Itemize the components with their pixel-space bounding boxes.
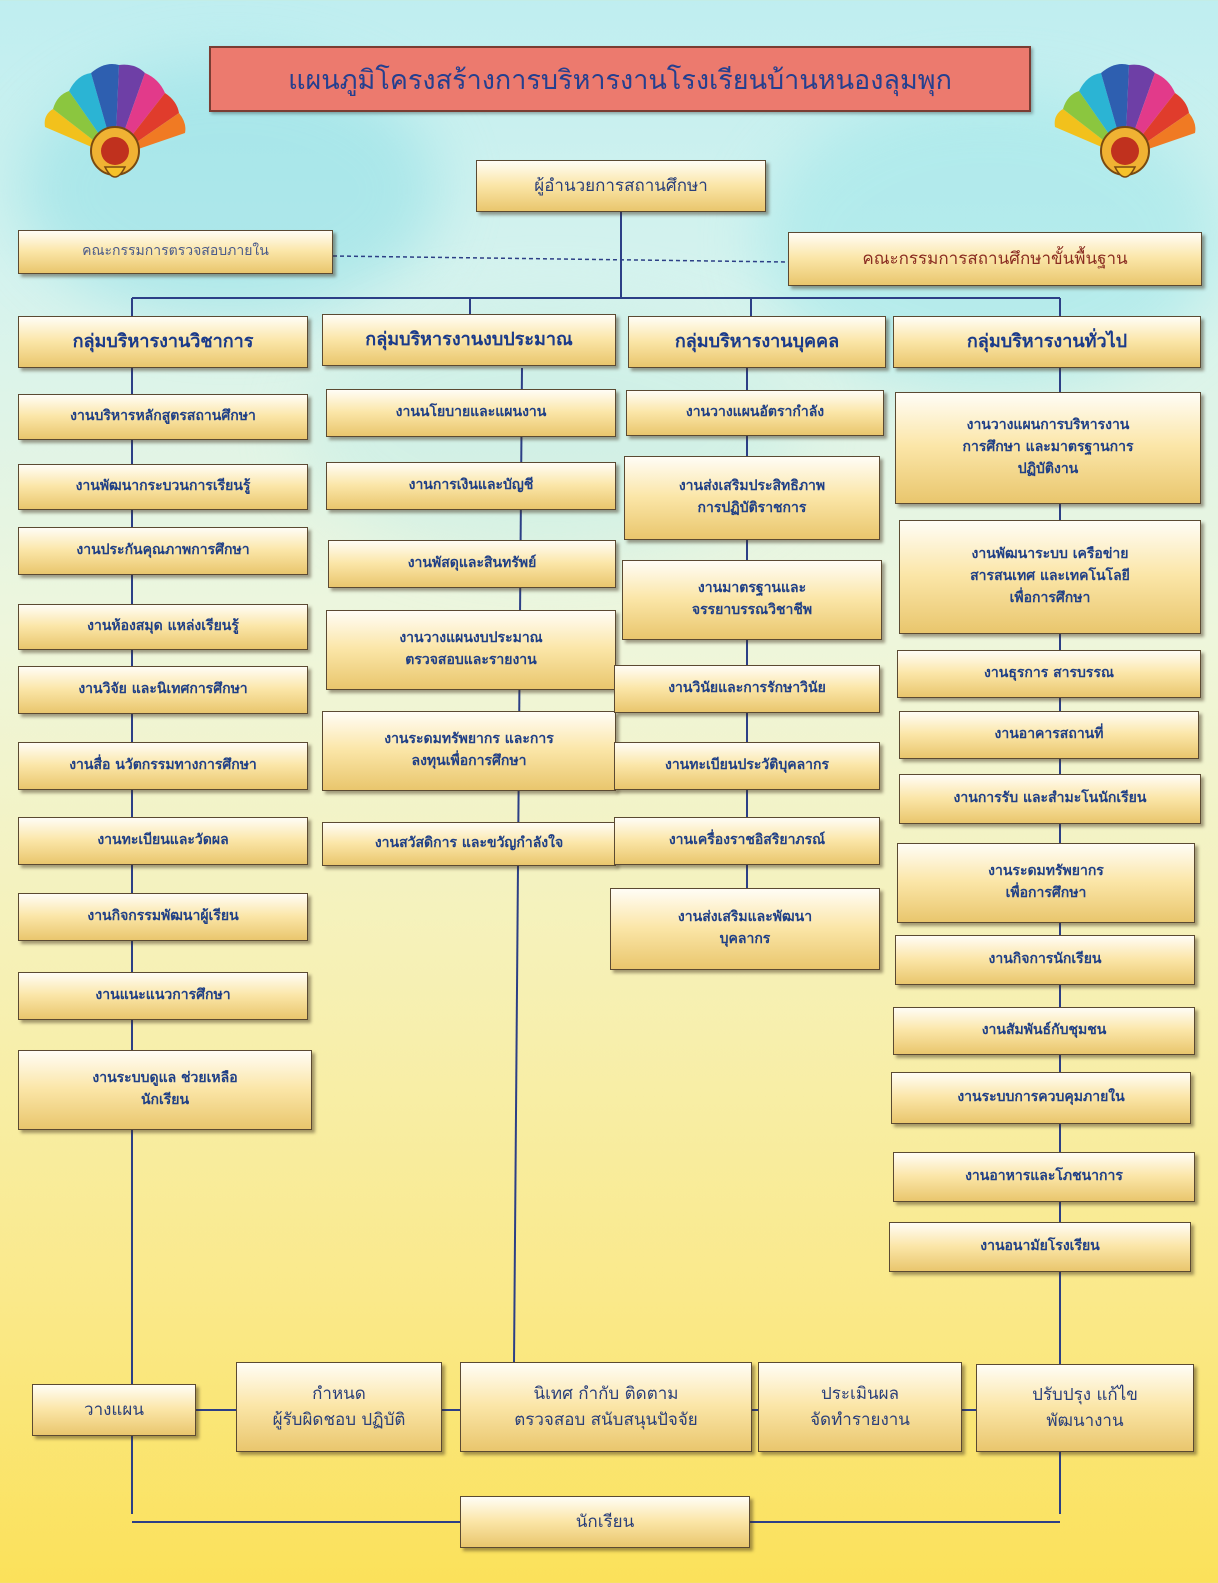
school-emblem-left-icon	[44, 64, 186, 178]
academic-group-header: กลุ่มบริหารงานวิชาการ	[18, 316, 308, 368]
budget-task-box: งานระดมทรัพยากร และการ ลงทุนเพื่อการศึกษ…	[322, 711, 616, 791]
internal-audit-committee-box: คณะกรรมการตรวจสอบภายใน	[18, 230, 333, 274]
budget-task-box: งานนโยบายและแผนงาน	[326, 389, 616, 437]
academic-task-box: งานพัฒนากระบวนการเรียนรู้	[18, 464, 308, 510]
academic-task-box: งานวิจัย และนิเทศการศึกษา	[18, 666, 308, 714]
personnel-task-box: งานเครื่องราชอิสริยาภรณ์	[614, 817, 880, 865]
budget-task-box: งานสวัสดิการ และขวัญกำลังใจ	[322, 822, 616, 866]
academic-task-box: งานทะเบียนและวัดผล	[18, 817, 308, 865]
general-task-box: งานการรับ และสำมะโนนักเรียน	[899, 774, 1201, 824]
process-supervise-box: นิเทศ กำกับ ติดตาม ตรวจสอบ สนับสนุนปัจจั…	[460, 1362, 752, 1452]
general-task-box: งานอนามัยโรงเรียน	[889, 1222, 1191, 1272]
academic-task-box: งานห้องสมุด แหล่งเรียนรู้	[18, 604, 308, 650]
personnel-task-box: งานทะเบียนประวัติบุคลากร	[614, 742, 880, 790]
academic-task-box: งานกิจกรรมพัฒนาผู้เรียน	[18, 893, 308, 941]
general-task-box: งานอาคารสถานที่	[899, 711, 1199, 759]
director-box: ผู้อำนวยการสถานศึกษา	[476, 160, 766, 212]
general-task-box: งานระบบการควบคุมภายใน	[891, 1072, 1191, 1124]
general-task-box: งานอาหารและโภชนาการ	[893, 1152, 1195, 1202]
school-emblem-right-icon	[1054, 64, 1196, 178]
personnel-task-box: งานวินัยและการรักษาวินัย	[614, 665, 880, 713]
academic-task-box: งานบริหารหลักสูตรสถานศึกษา	[18, 394, 308, 440]
budget-task-box: งานพัสดุและสินทรัพย์	[328, 540, 616, 588]
general-task-box: งานสัมพันธ์กับชุมชน	[893, 1007, 1195, 1055]
personnel-task-box: งานส่งเสริมประสิทธิภาพ การปฏิบัติราชการ	[624, 456, 880, 540]
academic-task-box: งานแนะแนวการศึกษา	[18, 972, 308, 1020]
academic-task-box: งานประกันคุณภาพการศึกษา	[18, 527, 308, 575]
general-group-header: กลุ่มบริหารงานทั่วไป	[893, 316, 1201, 368]
general-task-box: งานธุรการ สารบรรณ	[897, 650, 1201, 698]
general-task-box: งานระดมทรัพยากร เพื่อการศึกษา	[897, 843, 1195, 923]
budget-task-box: งานวางแผนงบประมาณ ตรวจสอบและรายงาน	[326, 610, 616, 690]
personnel-task-box: งานวางแผนอัตรากำลัง	[626, 390, 884, 436]
budget-group-header: กลุ่มบริหารงานงบประมาณ	[322, 314, 616, 366]
personnel-task-box: งานมาตรฐานและ จรรยาบรรณวิชาชีพ	[622, 560, 882, 640]
process-improve-box: ปรับปรุง แก้ไข พัฒนางาน	[976, 1364, 1194, 1452]
process-assign-box: กำหนด ผู้รับผิดชอบ ปฏิบัติ	[236, 1362, 442, 1452]
budget-task-box: งานการเงินและบัญชี	[326, 462, 616, 510]
personnel-group-header: กลุ่มบริหารงานบุคคล	[628, 316, 886, 368]
process-plan-box: วางแผน	[32, 1384, 196, 1436]
general-task-box: งานวางแผนการบริหารงาน การศึกษา และมาตรฐา…	[895, 392, 1201, 504]
academic-task-box: งานสื่อ นวัตกรรมทางการศึกษา	[18, 742, 308, 790]
students-box: นักเรียน	[460, 1496, 750, 1548]
process-evaluate-box: ประเมินผล จัดทำรายงาน	[758, 1362, 962, 1452]
basic-education-board-box: คณะกรรมการสถานศึกษาขั้นพื้นฐาน	[788, 232, 1202, 286]
page-title: แผนภูมิโครงสร้างการบริหารงานโรงเรียนบ้าน…	[209, 46, 1031, 112]
personnel-task-box: งานส่งเสริมและพัฒนา บุคลากร	[610, 888, 880, 970]
academic-task-box: งานระบบดูแล ช่วยเหลือ นักเรียน	[18, 1050, 312, 1130]
general-task-box: งานกิจการนักเรียน	[895, 935, 1195, 985]
general-task-box: งานพัฒนาระบบ เครือข่าย สารสนเทศ และเทคโน…	[899, 520, 1201, 634]
